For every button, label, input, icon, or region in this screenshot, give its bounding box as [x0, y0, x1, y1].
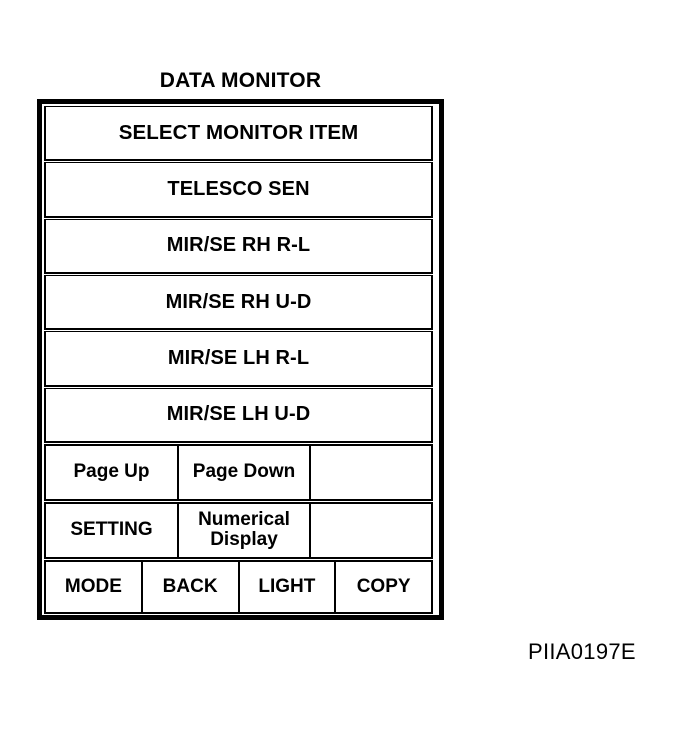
monitor-item-row[interactable]: MIR/SE RH U-D	[44, 274, 433, 331]
figure-title: DATA MONITOR	[159, 69, 322, 92]
setting-softkey-row: SETTING Numerical Display	[44, 501, 433, 559]
data-monitor-screen: SELECT MONITOR ITEM TELESCO SEN MIR/SE R…	[37, 99, 444, 620]
setting-spare-cell[interactable]	[309, 501, 433, 559]
setting-button[interactable]: SETTING	[44, 501, 179, 559]
figure-caption: PIIA0197E	[528, 639, 636, 664]
hard-key-row: MODE BACK LIGHT COPY	[44, 559, 433, 614]
numerical-display-line1: Numerical	[198, 509, 290, 531]
select-monitor-item-header: SELECT MONITOR ITEM	[44, 106, 433, 162]
monitor-item-row[interactable]: TELESCO SEN	[44, 162, 433, 218]
light-button[interactable]: LIGHT	[237, 559, 337, 614]
numerical-display-line2: Display	[210, 529, 278, 551]
monitor-item-row[interactable]: MIR/SE LH R-L	[44, 331, 433, 387]
monitor-item-row[interactable]: MIR/SE LH U-D	[44, 387, 433, 443]
mode-button[interactable]: MODE	[44, 559, 143, 614]
paging-softkey-row: Page Up Page Down	[44, 443, 433, 501]
back-button[interactable]: BACK	[140, 559, 240, 614]
page-up-button[interactable]: Page Up	[44, 443, 179, 501]
page-down-button[interactable]: Page Down	[177, 443, 311, 501]
paging-spare-cell[interactable]	[309, 443, 433, 501]
copy-button[interactable]: COPY	[334, 559, 433, 614]
monitor-screen-inner: SELECT MONITOR ITEM TELESCO SEN MIR/SE R…	[42, 104, 439, 615]
monitor-item-row[interactable]: MIR/SE RH R-L	[44, 218, 433, 274]
numerical-display-button[interactable]: Numerical Display	[177, 501, 311, 559]
